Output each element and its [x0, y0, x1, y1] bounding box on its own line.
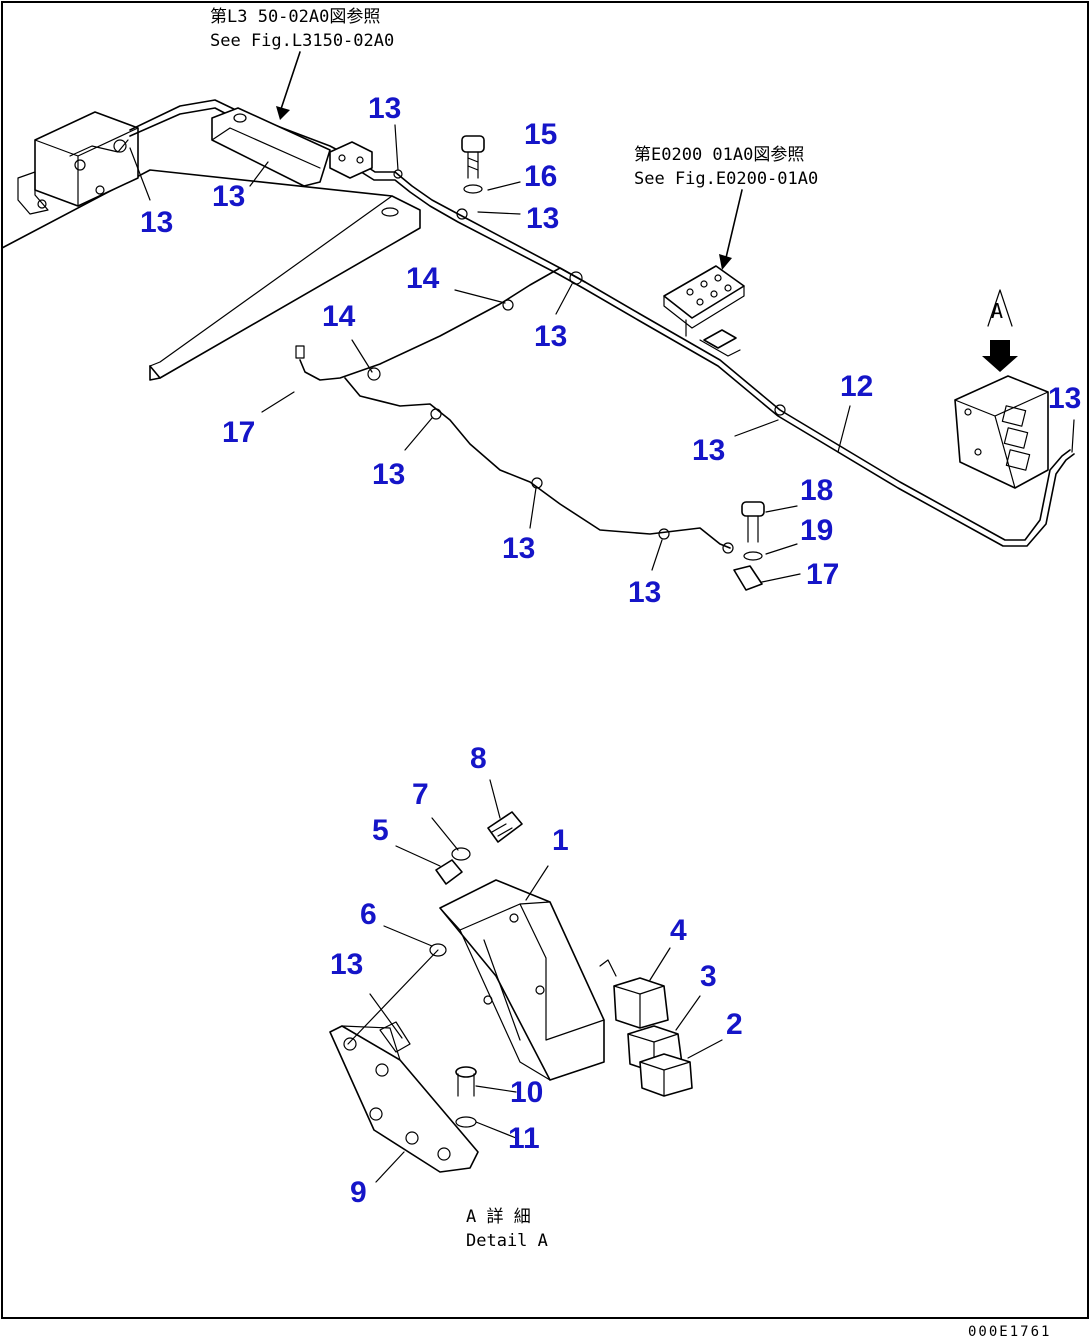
- callout-3: 3: [700, 960, 717, 993]
- harness-upper-2: [129, 107, 1075, 547]
- switch-box: [954, 375, 1049, 489]
- callout-7: 7: [412, 778, 429, 811]
- callout-13: 13: [368, 92, 401, 125]
- callout-14: 14: [322, 300, 356, 333]
- bolt-15: [461, 135, 485, 194]
- bolt-8: [429, 811, 523, 957]
- upper-assembly: [1, 51, 1075, 591]
- detail-a-en: Detail A: [466, 1231, 548, 1251]
- view-a-label: A: [991, 299, 1003, 323]
- callout-18: 18: [800, 474, 833, 507]
- floor-frame: [1, 169, 421, 381]
- cover-bar: [211, 107, 331, 187]
- terminal-block: [663, 265, 745, 357]
- callout-13: 13: [534, 320, 567, 353]
- callout-13: 13: [372, 458, 405, 491]
- callout-numbers: 13 13 13 13 15 16 13 14 14 13 17 13 12 1…: [140, 92, 1081, 1209]
- callout-17: 17: [222, 416, 255, 449]
- callout-13: 13: [140, 206, 173, 239]
- callout-13: 13: [212, 180, 245, 213]
- callout-5: 5: [372, 814, 389, 847]
- detail-a-jp: A 詳 細: [466, 1207, 531, 1227]
- callout-10: 10: [510, 1076, 543, 1109]
- plate-9: [329, 949, 479, 1173]
- view-a-arrow: [982, 289, 1018, 372]
- callout-13: 13: [502, 532, 535, 565]
- ref2-jp: 第E0200 01A0図参照: [634, 145, 804, 165]
- ref1-en: See Fig.L3150-02A0: [210, 31, 394, 51]
- callout-19: 19: [800, 514, 833, 547]
- callout-13: 13: [1048, 382, 1081, 415]
- detail-a-assembly: [329, 779, 723, 1183]
- relay-box: [17, 111, 139, 215]
- ref2-leader: [724, 189, 743, 263]
- callout-6: 6: [360, 898, 377, 931]
- drawing-code: 000E1761: [968, 1324, 1051, 1338]
- ref2-en: See Fig.E0200-01A0: [634, 169, 818, 189]
- ref1-jp: 第L3 50-02A0図参照: [210, 7, 380, 27]
- callout-13: 13: [628, 576, 661, 609]
- harness-branch: [299, 267, 586, 381]
- callout-15: 15: [524, 118, 557, 151]
- callout-4: 4: [670, 914, 687, 947]
- switch-2: [639, 1053, 693, 1097]
- callout-13: 13: [526, 202, 559, 235]
- pin-10: [455, 1066, 477, 1128]
- clips: [295, 169, 786, 554]
- callout-17: 17: [806, 558, 839, 591]
- callout-12: 12: [840, 370, 873, 403]
- callout-leaders: [129, 124, 1075, 583]
- callout-9: 9: [350, 1176, 367, 1209]
- bracket-1: [439, 879, 605, 1081]
- switch-4: [599, 959, 669, 1029]
- callout-14: 14: [406, 262, 440, 295]
- ref1-leader: [279, 51, 301, 113]
- detail-leaders: [369, 779, 723, 1183]
- bolt-18: [733, 501, 765, 591]
- callout-13: 13: [330, 948, 363, 981]
- callout-11: 11: [508, 1122, 540, 1155]
- callout-2: 2: [726, 1008, 743, 1041]
- callout-1: 1: [552, 824, 569, 857]
- callout-16: 16: [524, 160, 557, 193]
- callout-13: 13: [692, 434, 725, 467]
- connector-top: [329, 141, 373, 179]
- callout-8: 8: [470, 742, 487, 775]
